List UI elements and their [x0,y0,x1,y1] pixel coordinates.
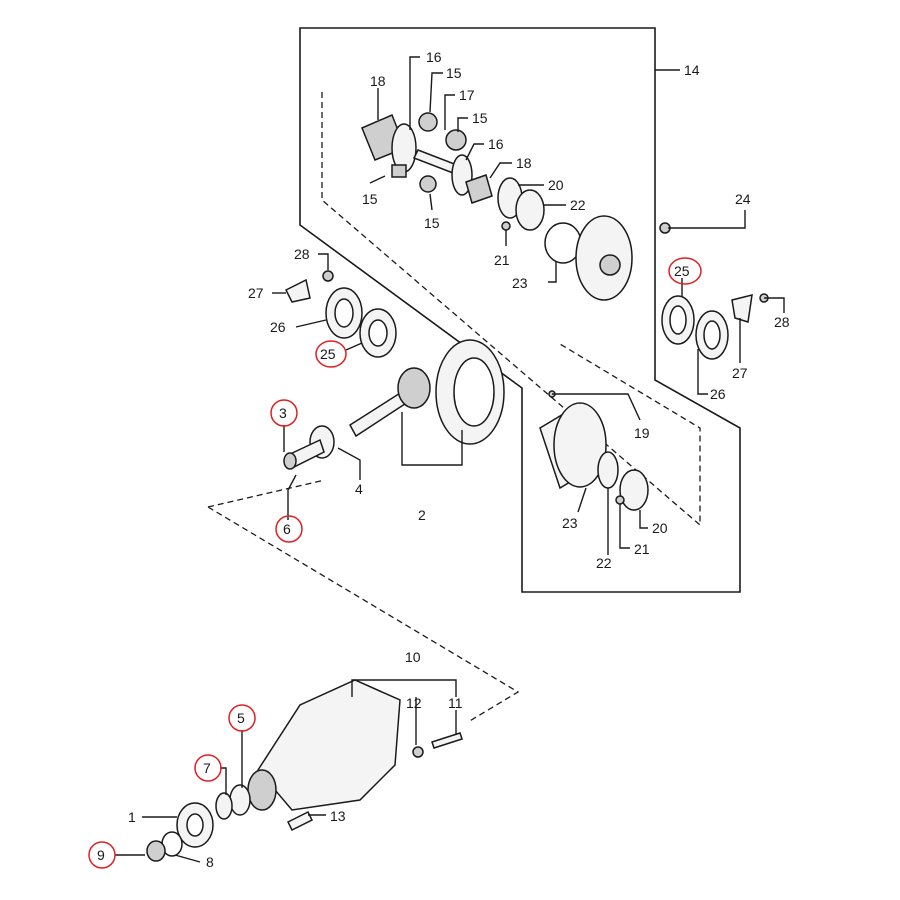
callout-13: 13 [330,808,346,824]
companion-flange-1-bore [186,813,204,837]
callout-18-mid: 18 [516,155,532,171]
callout-22-bottom: 22 [596,555,612,571]
callout-6: 6 [283,521,291,537]
differential-assembly-frame [299,27,741,593]
callout-27-left: 27 [248,285,264,301]
callout-22-top: 22 [570,197,586,213]
callout-26-right: 26 [710,386,726,402]
callout-20-top: 20 [548,177,564,193]
callout-15-left: 15 [362,191,378,207]
callout-19: 19 [634,425,650,441]
case-cover-hub [599,254,621,276]
bolt-28-left [322,270,334,282]
pinion-gear-top [418,112,438,132]
callout-2: 2 [418,507,426,523]
leader-lines [115,56,785,863]
stud-11 [431,732,463,749]
callout-25-left: 25 [320,346,336,362]
differential-case-subframe [321,92,701,527]
ring-gear-bore [453,357,495,427]
carrier-housing [257,679,401,811]
callout-28-right: 28 [774,314,790,330]
callout-labels: 14 18 16 15 17 15 16 18 15 15 20 22 21 2… [97,49,790,870]
side-gear-right-hub [465,174,493,204]
differential-internals [361,112,671,301]
nut-12 [412,746,424,758]
lock-plate-27-left [284,278,311,303]
clutch-plate-22-lower [597,451,619,489]
callout-16-top: 16 [426,49,442,65]
callout-11: 11 [448,695,463,711]
callout-24: 24 [735,191,751,207]
callout-1: 1 [128,809,136,825]
highlight-9 [88,841,116,869]
callout-14: 14 [684,62,700,78]
nut-9 [146,840,166,862]
highlight-5 [228,704,256,732]
pinion-gear-right [445,129,467,151]
callout-23-bottom: 23 [562,515,578,531]
carrier-housing-group [146,679,463,862]
callout-10: 10 [405,649,421,665]
callout-5: 5 [237,710,245,726]
callout-17: 17 [459,87,475,103]
pinion-assembly-subframe [207,479,520,723]
assembly-frames [207,27,741,723]
thrust-washer-15 [391,164,407,178]
pinion-gear-bottom [419,175,437,193]
differential-case-flange [553,402,607,488]
callout-15-top: 15 [446,65,462,81]
thrust-washer-20-lower [619,469,649,511]
callout-12: 12 [406,695,422,711]
highlight-25-right [668,257,702,285]
callout-26-left: 26 [270,319,286,335]
clutch-plate-22 [515,189,545,231]
callout-15-mid: 15 [472,110,488,126]
plug-13 [286,810,314,832]
left-bearing-group [284,270,397,358]
bearing-cone-26-left-bore [334,298,354,328]
callout-3: 3 [279,405,287,421]
callout-20-bottom: 20 [652,520,668,536]
callout-16-mid: 16 [488,136,504,152]
spring-21-lower [615,495,625,505]
lock-plate-27-right [731,294,753,323]
callout-25-right: 25 [674,263,690,279]
oil-seal-5 [229,784,251,816]
callout-28-left: 28 [294,246,310,262]
callout-21-top: 21 [494,252,510,268]
spring-21 [501,221,511,231]
bearing-cup-25-right-bore [669,305,687,335]
red-highlight-circles [88,257,702,869]
callout-23-top: 23 [512,275,528,291]
spacer-end [283,452,297,470]
callout-4: 4 [355,481,363,497]
callout-9: 9 [97,847,105,863]
bearing-cone-26-right-bore [703,320,721,350]
callout-8: 8 [206,854,214,870]
ring-and-pinion [283,339,505,470]
right-bearing-group [661,293,769,360]
callout-27-right: 27 [732,365,748,381]
callout-7: 7 [203,760,211,776]
callout-21-bottom: 21 [634,541,650,557]
highlight-25-left [315,340,347,368]
highlight-6 [275,515,303,543]
highlight-3 [270,399,298,427]
highlight-7 [194,754,222,782]
carrier-nose [247,769,277,811]
callout-15-bottom: 15 [424,215,440,231]
drive-pinion-head [397,367,431,409]
callout-18-top: 18 [370,73,386,89]
differential-case-group [539,390,649,511]
bearing-cup-25-left-bore [368,319,388,347]
deflector-7 [215,792,233,820]
